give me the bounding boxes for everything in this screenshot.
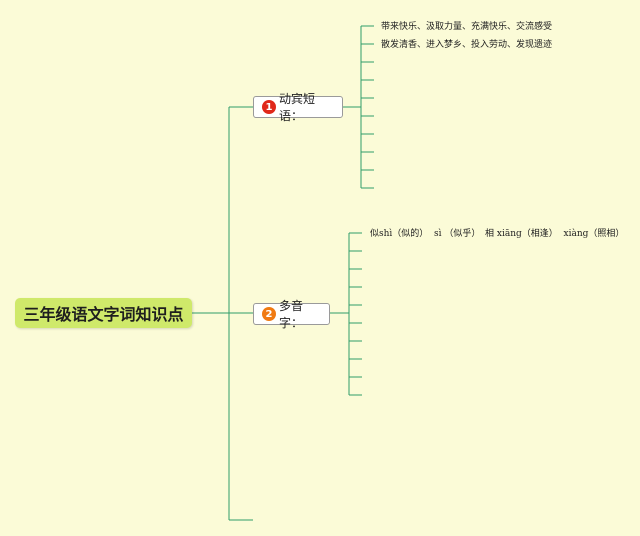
polyphone-char: 相 bbox=[485, 229, 495, 239]
polyphone-char: 似 bbox=[370, 229, 380, 239]
branch-node-polyphones[interactable]: 2 多音字： bbox=[253, 299, 330, 330]
polyphone-item-xiang[interactable]: 相 xiāng（相逢） xiàng（照相） bbox=[485, 226, 624, 239]
root-node[interactable]: 三年级语文字词知识点 bbox=[15, 298, 192, 328]
polyphone-item-si[interactable]: 似shì（似的） sì （似乎） bbox=[370, 226, 480, 239]
leaf-item[interactable]: 散发清香、进入梦乡、投入劳动、发现遗迹 bbox=[381, 40, 553, 50]
branch1-leaf-lines bbox=[361, 25, 374, 189]
polyphone-reading: shì（似的） bbox=[379, 229, 429, 239]
leaf-item[interactable]: 带来快乐、汲取力量、充满快乐、交流感受 bbox=[381, 22, 553, 32]
branch-label: 多音字： bbox=[279, 299, 304, 330]
branch-node-vo-phrases[interactable]: 1 动宾短语： bbox=[253, 92, 343, 123]
number-badge-1: 1 bbox=[262, 100, 276, 114]
polyphone-reading: xiāng（相逢） bbox=[496, 229, 558, 239]
polyphone-reading: xiàng（照相） bbox=[563, 229, 625, 239]
number-badge-2: 2 bbox=[262, 307, 276, 321]
polyphone-reading: sì （似乎） bbox=[434, 229, 481, 239]
branch-label: 动宾短语： bbox=[279, 92, 316, 123]
root-title: 三年级语文字词知识点 bbox=[23, 305, 184, 324]
branch2-leaf-lines bbox=[349, 232, 362, 396]
